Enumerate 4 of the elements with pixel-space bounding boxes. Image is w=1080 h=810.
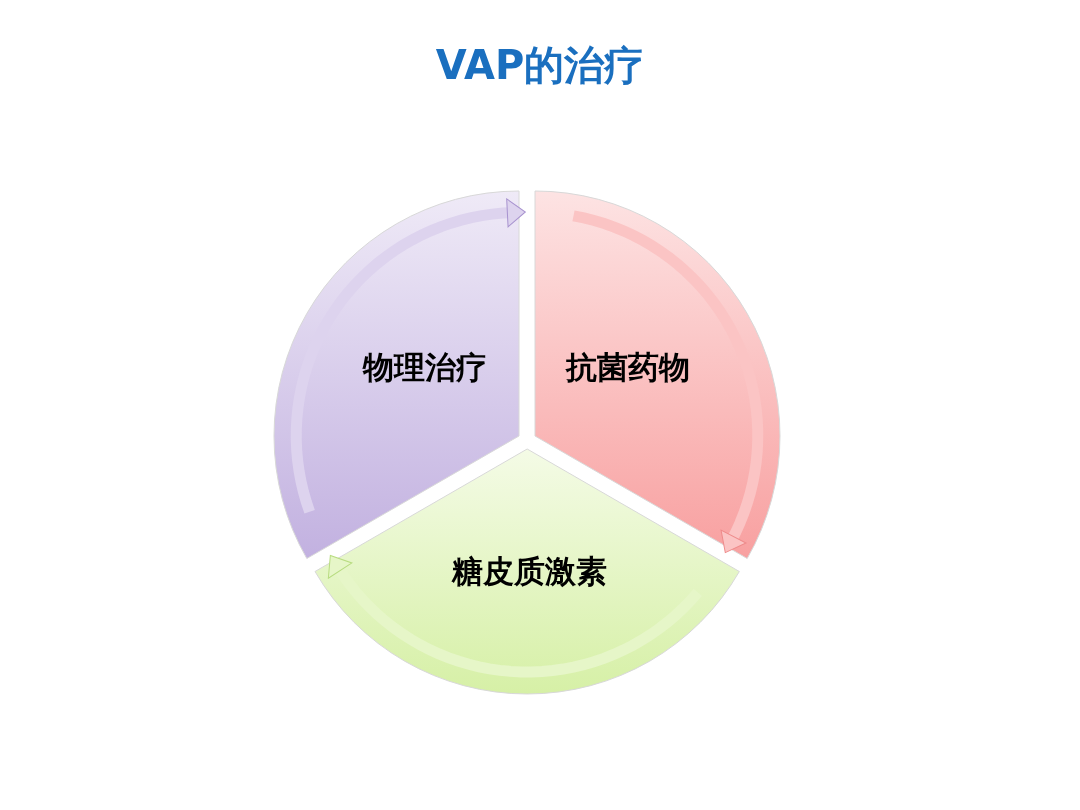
segment-label: 抗菌药物 (566, 348, 690, 387)
title: VAP的治疗 (434, 41, 646, 90)
segment-label: 物理治疗 (363, 348, 487, 387)
segment-label: 糖皮质激素 (452, 552, 608, 591)
